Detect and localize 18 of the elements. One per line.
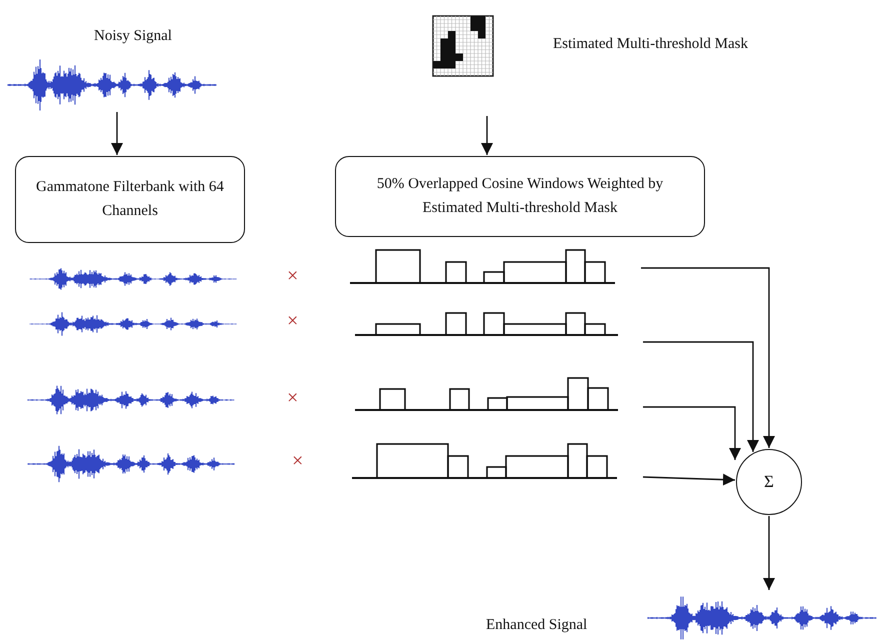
sigma-symbol: Σ (764, 472, 774, 492)
arrow (642, 474, 736, 486)
arrow (111, 112, 123, 155)
caption-text: Noisy Signal (93, 28, 173, 45)
arrow (643, 341, 759, 452)
arrow (763, 516, 775, 590)
multiply-sign: × (287, 388, 298, 408)
arrow (643, 406, 741, 460)
multiply-sign: × (292, 451, 304, 471)
arrow (641, 267, 775, 448)
caption-text: Enhanced Signal (486, 617, 588, 634)
multiply-sign: × (287, 266, 298, 286)
caption-text: Estimated Multi-threshold Mask (553, 36, 748, 53)
arrow (481, 116, 493, 155)
process-box: 50% Overlapped Cosine Windows Weighted by Estimated Multi-threshold Mask (335, 156, 705, 237)
multiply-sign: × (287, 311, 298, 331)
process-box: Gammatone Filterbank with 64 Channels (15, 156, 245, 243)
summation-circle (736, 449, 802, 515)
